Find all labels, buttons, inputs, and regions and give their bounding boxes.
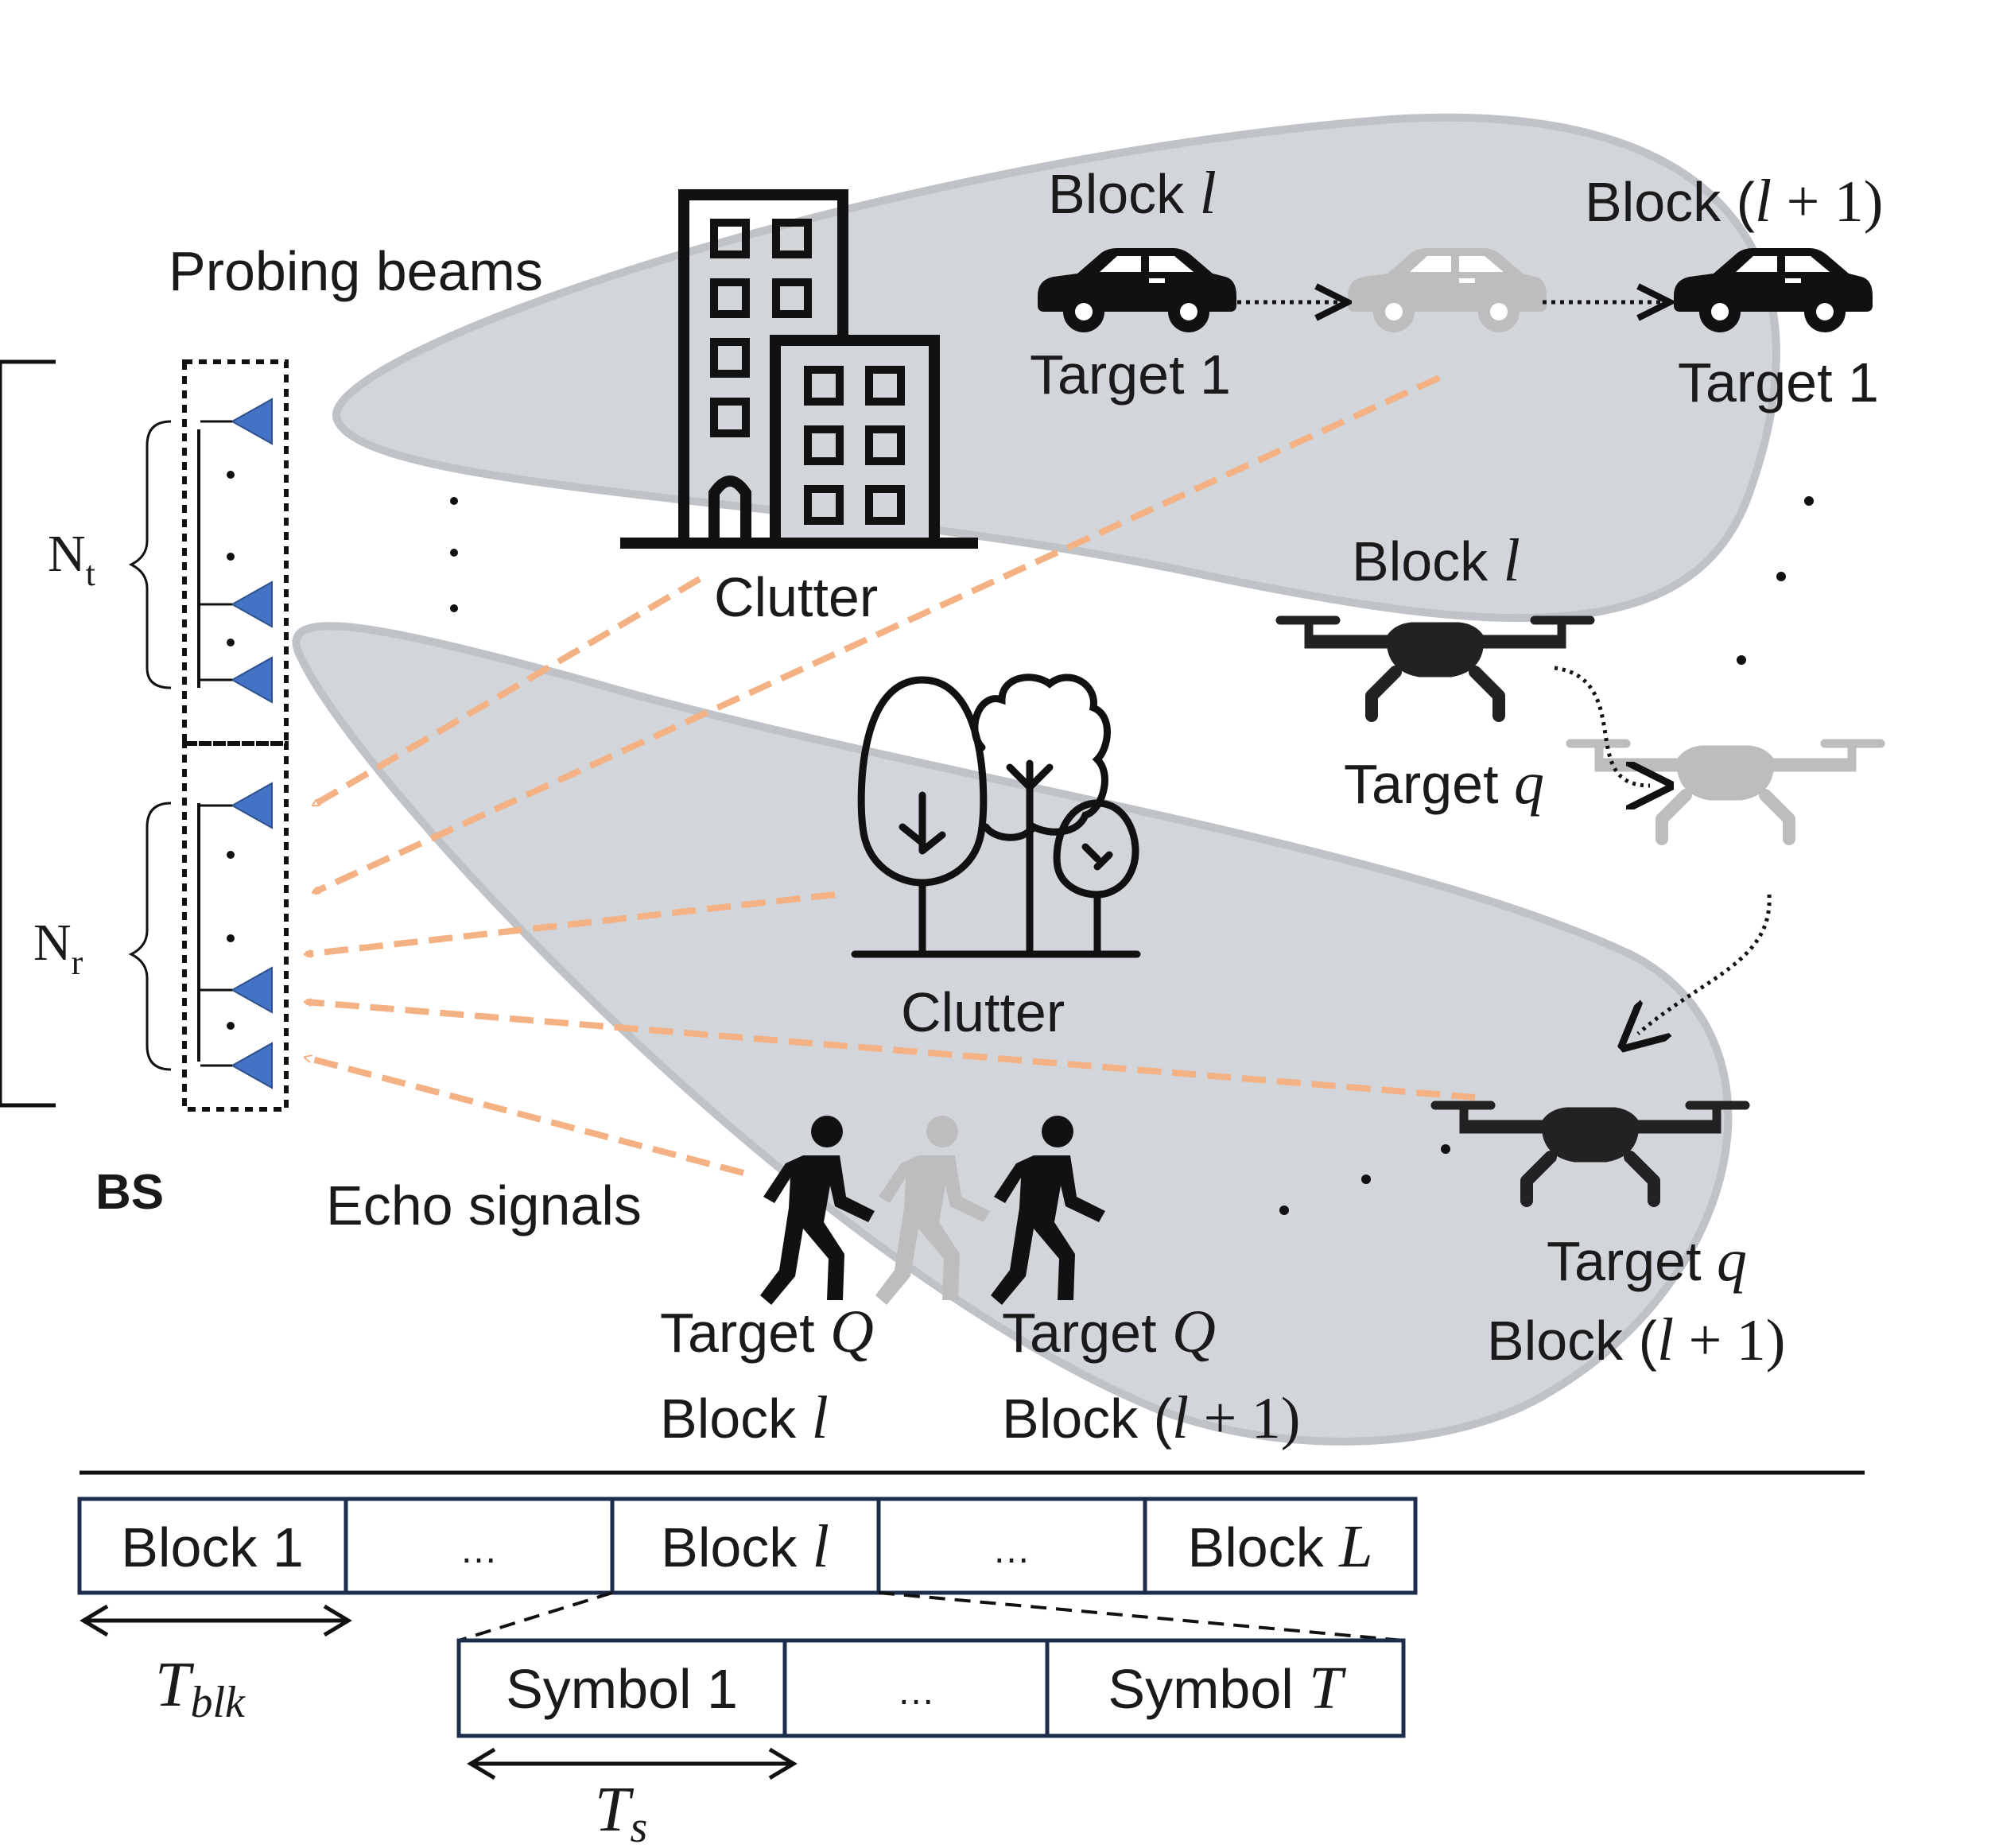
- symbol-cell: [1045, 1638, 1406, 1738]
- block-cell-label: …: [460, 1529, 498, 1571]
- rx-array-box: [182, 741, 289, 1112]
- rx-antenna-icon: [199, 966, 274, 1014]
- drone-icon: [1276, 616, 1594, 716]
- nr-brace: [128, 802, 172, 1071]
- symbol-frame: Symbol 1 … Symbol T: [456, 1638, 1406, 1738]
- bs-label: BS: [95, 1165, 164, 1220]
- drone-block-l-label: Block l: [1352, 527, 1520, 594]
- echo-arrow-car: [314, 375, 1441, 895]
- block-cell: [344, 1497, 615, 1595]
- drone-ghost-icon: [1566, 740, 1884, 839]
- ped-target2-label: Target Q: [1002, 1299, 1216, 1365]
- block-cell: [610, 1497, 881, 1595]
- echo-arrow-building: [314, 576, 702, 808]
- nt-brace: [128, 420, 172, 689]
- ts-label: Ts: [595, 1775, 647, 1848]
- rx-antenna-icon: [199, 1042, 274, 1089]
- tx-antenna-icon: [199, 656, 274, 704]
- tblk-arrow: [80, 1604, 352, 1637]
- symbol-cell: [456, 1638, 787, 1738]
- echo-arrow-pedestrian: [306, 1058, 745, 1176]
- drone-trajectory-dots: [1279, 1144, 1450, 1215]
- trees-icon: [851, 674, 1141, 958]
- building-clutter-label: Clutter: [714, 566, 878, 628]
- symbol-cell-label: Symbol T: [1108, 1655, 1346, 1722]
- beam-gap-dots: [450, 497, 458, 612]
- ped-block1-label: Block l: [660, 1384, 829, 1451]
- echo-arrows: [306, 375, 1476, 1176]
- bs-bracket: [0, 359, 56, 1108]
- echo-arrow-trees: [306, 891, 836, 954]
- zoom-line: [878, 1591, 1404, 1642]
- trees-clutter-label: Clutter: [901, 981, 1065, 1043]
- probing-beams-label: Probing beams: [169, 240, 543, 302]
- zoom-line: [458, 1591, 613, 1642]
- drone-motion-arrow: [1638, 894, 1772, 1034]
- echo-signals-label: Echo signals: [326, 1174, 642, 1237]
- drone-target2-label: Target q: [1547, 1227, 1747, 1294]
- block-frame: Block 1 … Block l … Block L: [77, 1497, 1418, 1595]
- drone-motion-arrow: [1554, 666, 1650, 786]
- symbol-cell-label: …: [897, 1671, 935, 1713]
- drone-block2-label: Block (l + 1): [1487, 1306, 1785, 1373]
- ped-block2-label: Block (l + 1): [1002, 1384, 1300, 1451]
- car-target-label: Target 1: [1030, 344, 1231, 406]
- rx-antenna-icon: [199, 782, 274, 829]
- echo-arrow-drone: [306, 1002, 1476, 1101]
- car-trajectory-dots: [1737, 496, 1814, 665]
- car-target-label: Target 1: [1678, 351, 1879, 413]
- tx-antenna-icon: [199, 580, 274, 628]
- block-cell: [1143, 1497, 1418, 1595]
- tblk-label: Tblk: [155, 1650, 246, 1727]
- bs-array: Nt Nr: [0, 359, 289, 1112]
- block-cell-label: Block l: [661, 1513, 829, 1580]
- block-cell: [876, 1497, 1147, 1595]
- symbol-cell-label: Symbol 1: [506, 1658, 738, 1720]
- block-cell-label: Block L: [1188, 1513, 1373, 1580]
- ped-target1-label: Target Q: [660, 1299, 874, 1365]
- symbol-cell: [782, 1638, 1050, 1738]
- car-block-l-label: Block l: [1048, 160, 1217, 227]
- block-cell-label: …: [992, 1529, 1031, 1571]
- nr-label: Nr: [33, 914, 83, 982]
- car-block-l1-label: Block (l + 1): [1585, 168, 1883, 235]
- block-cell: [77, 1497, 348, 1595]
- tx-antenna-icon: [199, 398, 274, 445]
- nt-label: Nt: [48, 525, 95, 593]
- drone-target-label: Target q: [1344, 750, 1544, 817]
- block-cell-label: Block 1: [121, 1516, 304, 1578]
- building-icon: [620, 189, 978, 549]
- ts-arrow: [467, 1747, 798, 1780]
